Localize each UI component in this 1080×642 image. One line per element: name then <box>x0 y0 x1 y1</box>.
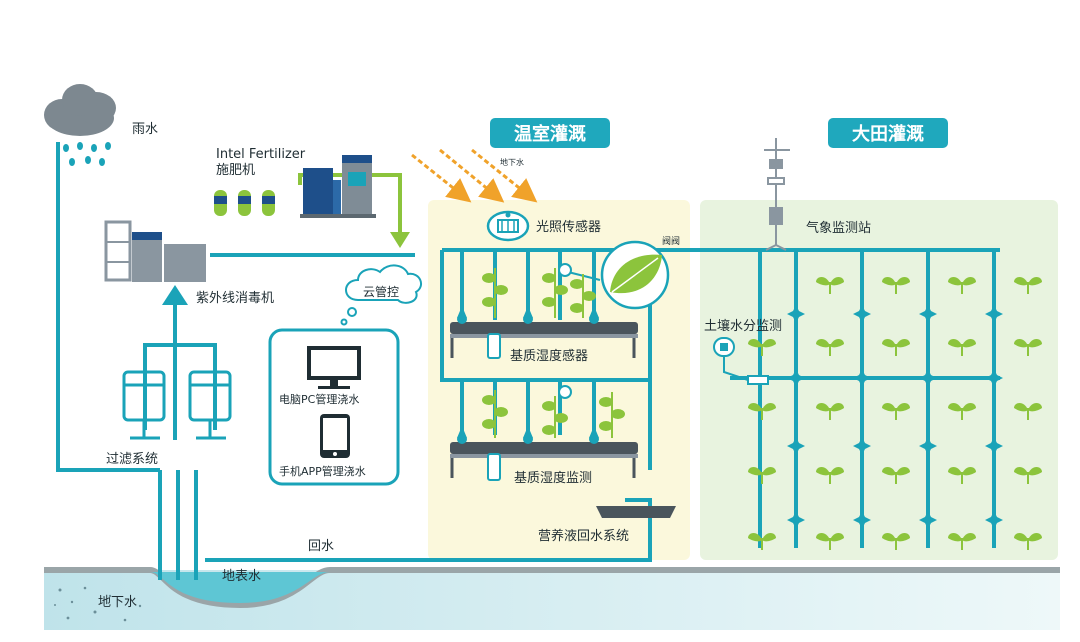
sprinkler-icon <box>853 369 871 387</box>
filter-system-icon <box>122 370 232 440</box>
fertilizer-machine-icon <box>300 155 376 218</box>
sprinkler-icon <box>853 511 871 529</box>
greenhouse-plants <box>482 268 625 438</box>
cloud-control-icon <box>340 264 423 326</box>
seedling-icon <box>882 277 910 294</box>
greenhouse-tier-2 <box>450 385 638 481</box>
fertilizer-en-label: Intel Fertilizer <box>216 147 306 162</box>
sprinkler-icon <box>787 437 805 455</box>
sprinkler-icon <box>985 511 1003 529</box>
uv-sterilizer-icon <box>104 220 206 282</box>
sprinkler-icon <box>985 369 1003 387</box>
field-sprinklers <box>787 305 1003 529</box>
substrate-sensor-label: 基质湿度感器 <box>510 348 588 364</box>
sprinkler-icon <box>853 305 871 323</box>
uv-label: 紫外线消毒机 <box>196 291 274 306</box>
seedling-icon <box>882 339 910 356</box>
seedling-icon <box>948 533 976 550</box>
seedling-icon <box>816 339 844 356</box>
return-water-label: 回水 <box>308 539 334 554</box>
soil-label: 土壤水分监测 <box>704 318 782 334</box>
seedling-icon <box>882 533 910 550</box>
filter-label: 过滤系统 <box>106 452 158 467</box>
seedling-icon <box>748 467 776 484</box>
greenhouse-title: 温室灌溉 <box>514 123 586 145</box>
sprinkler-icon <box>985 305 1003 323</box>
soil-sensor-icon <box>713 337 769 385</box>
field-title: 大田灌溉 <box>852 123 924 145</box>
seedling-icon <box>882 403 910 420</box>
light-sensor-icon <box>486 210 530 242</box>
sprinkler-icon <box>787 369 805 387</box>
seedling-icon <box>1014 533 1042 550</box>
seedling-icon <box>948 339 976 356</box>
app-label: 手机APP管理浇水 <box>279 464 366 478</box>
seedling-icon <box>1014 467 1042 484</box>
nutrient-return-tray <box>596 506 676 518</box>
fertilizer-arrow-icon <box>390 232 410 248</box>
sprinkler-icon <box>919 305 937 323</box>
seedling-icon <box>748 403 776 420</box>
up-arrow-icon <box>162 285 188 305</box>
seedling-icon <box>948 467 976 484</box>
weather-station-icon <box>764 138 790 251</box>
substrate-monitor-label: 基质湿度监测 <box>514 470 592 486</box>
sprinkler-icon <box>787 305 805 323</box>
sprinkler-icon <box>787 511 805 529</box>
seedling-icon <box>816 533 844 550</box>
seedling-icon <box>1014 277 1042 294</box>
seedling-icon <box>1014 339 1042 356</box>
sprinkler-icon <box>985 437 1003 455</box>
phone-icon <box>320 414 350 458</box>
seedling-icon <box>816 277 844 294</box>
seedling-icon <box>748 533 776 550</box>
surface-water-label: 地表水 <box>222 569 261 584</box>
field-title-badge: 大田灌溉 <box>828 118 948 148</box>
greenhouse-title-badge: 温室灌溉 <box>490 118 610 148</box>
cloud-label: 云管控 <box>363 284 399 299</box>
light-sensor-label: 光照传感器 <box>536 219 601 235</box>
weather-label: 气象监测站 <box>806 220 871 236</box>
seedling-icon <box>1014 403 1042 420</box>
pc-label: 电脑PC管理浇水 <box>279 392 359 406</box>
control-panel <box>268 328 400 486</box>
seedling-icon <box>882 467 910 484</box>
rain-label: 雨水 <box>132 122 158 137</box>
rain-cloud-icon <box>44 84 116 166</box>
seedling-icon <box>948 277 976 294</box>
fertilizer-cn-label: 施肥机 <box>216 163 255 178</box>
sprinkler-icon <box>919 511 937 529</box>
seedling-icon <box>748 339 776 356</box>
ground-water-label: 地下水 <box>98 595 137 610</box>
pc-monitor-icon <box>307 346 361 389</box>
fertilizer-tanks-icon <box>214 190 275 216</box>
leaf-magnifier-icon <box>558 240 670 310</box>
small-tag-label: 地下水 <box>500 157 524 167</box>
seedling-icon <box>816 467 844 484</box>
sprinkler-icon <box>919 437 937 455</box>
seedling-icon <box>816 403 844 420</box>
seedling-icon <box>948 403 976 420</box>
pipe-network <box>56 142 1000 580</box>
nutrient-return-label: 营养液回水系统 <box>538 528 629 544</box>
ground-layer <box>44 567 1060 630</box>
sprinkler-icon <box>919 369 937 387</box>
greenhouse-tier-1 <box>450 306 638 359</box>
sprinkler-icon <box>853 437 871 455</box>
valve-label: 阀阀 <box>662 236 680 247</box>
sunlight-arrows-icon <box>411 148 538 203</box>
field-plants <box>748 277 1042 550</box>
